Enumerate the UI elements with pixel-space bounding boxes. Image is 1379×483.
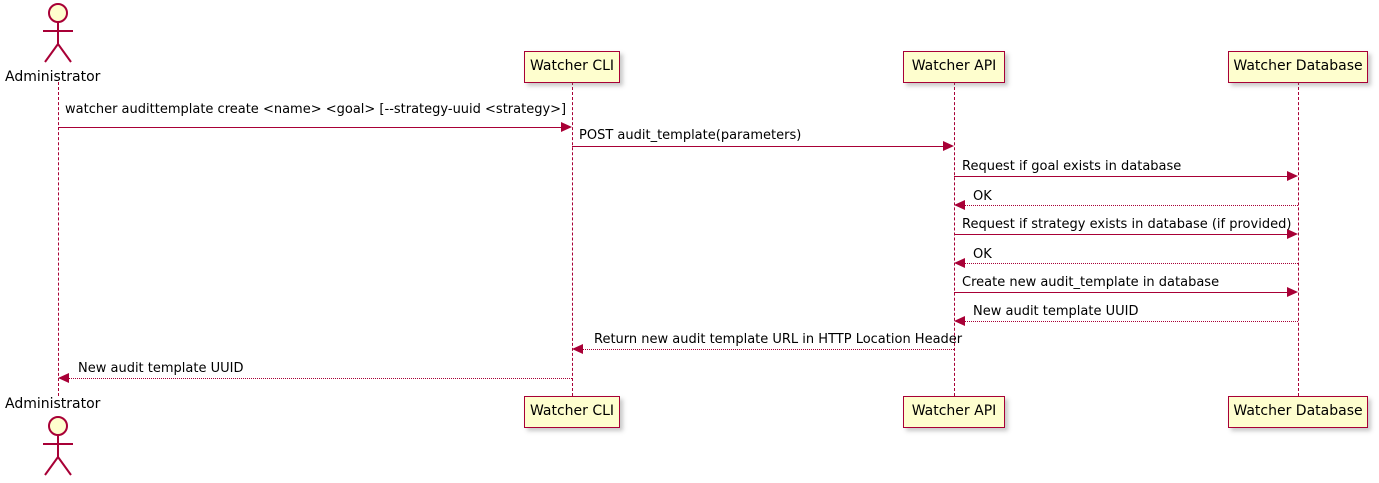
message-label-0: watcher audittemplate create <name> <goa… — [65, 102, 567, 117]
message-arrowhead-9 — [58, 373, 69, 383]
message-line-7 — [965, 321, 1298, 322]
actor-figure-icon — [43, 3, 73, 63]
message-label-4: Request if strategy exists in database (… — [962, 217, 1292, 232]
participant-watcher-cli-top[interactable]: Watcher CLI — [524, 51, 620, 83]
message-arrowhead-3 — [954, 200, 965, 210]
message-label-5: OK — [973, 247, 992, 262]
participant-watcher-database-bottom[interactable]: Watcher Database — [1228, 396, 1368, 428]
message-line-3 — [965, 205, 1298, 206]
message-line-0 — [58, 127, 561, 128]
lifeline-administrator — [58, 82, 59, 396]
message-line-8 — [583, 349, 954, 350]
message-arrowhead-7 — [954, 316, 965, 326]
message-arrowhead-4 — [1287, 229, 1298, 239]
participant-watcher-api-top[interactable]: Watcher API — [903, 51, 1005, 83]
message-arrowhead-0 — [561, 122, 572, 132]
message-label-9: New audit template UUID — [78, 361, 244, 376]
message-label-7: New audit template UUID — [973, 304, 1139, 319]
lifeline-watcher-database — [1298, 82, 1299, 396]
message-label-3: OK — [973, 189, 992, 204]
actor-label-administrator-top: Administrator — [5, 69, 101, 85]
message-arrowhead-1 — [943, 141, 954, 151]
actor-label-administrator-bottom: Administrator — [5, 396, 101, 412]
message-label-8: Return new audit template URL in HTTP Lo… — [594, 332, 963, 347]
message-line-1 — [572, 146, 943, 147]
lifeline-watcher-api — [954, 82, 955, 396]
participant-watcher-cli-bottom[interactable]: Watcher CLI — [524, 396, 620, 428]
message-label-6: Create new audit_template in database — [962, 275, 1220, 290]
message-line-9 — [69, 378, 572, 379]
actor-figure-icon — [43, 416, 73, 476]
message-line-6 — [954, 292, 1287, 293]
actor-administrator-bottom — [34, 415, 82, 483]
message-label-1: POST audit_template(parameters) — [579, 128, 802, 143]
message-arrowhead-8 — [572, 344, 583, 354]
message-line-5 — [965, 263, 1298, 264]
actor-administrator-top — [34, 2, 82, 70]
message-arrowhead-2 — [1287, 171, 1298, 181]
message-arrowhead-5 — [954, 258, 965, 268]
message-line-4 — [954, 234, 1287, 235]
message-arrowhead-6 — [1287, 287, 1298, 297]
participant-watcher-api-bottom[interactable]: Watcher API — [903, 396, 1005, 428]
participant-watcher-database-top[interactable]: Watcher Database — [1228, 51, 1368, 83]
lifeline-watcher-cli — [572, 82, 573, 396]
message-line-2 — [954, 176, 1287, 177]
message-label-2: Request if goal exists in database — [962, 159, 1182, 174]
